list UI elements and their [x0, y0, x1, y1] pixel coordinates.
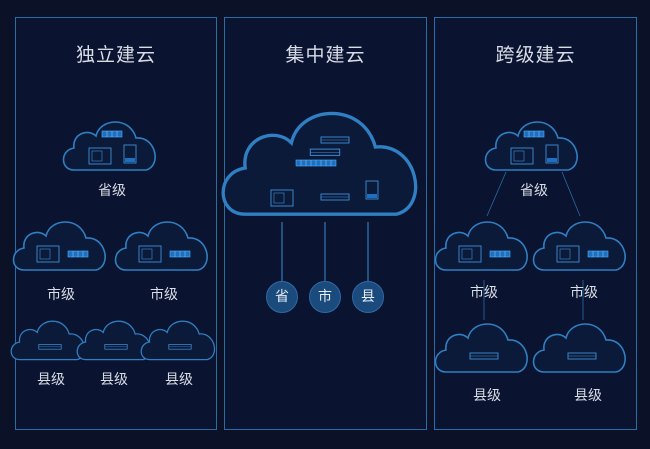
- label-city: 市级: [470, 285, 498, 301]
- node-city: 市: [309, 281, 341, 313]
- label-province: 省级: [98, 183, 126, 199]
- panel-independent-cloud: 独立建云: [15, 17, 217, 430]
- cloud-province: [62, 121, 156, 171]
- cloud-county: [532, 323, 626, 373]
- label-province: 省级: [520, 183, 548, 199]
- label-county: 县级: [574, 388, 602, 404]
- cloud-city: [114, 221, 208, 271]
- cloud-city: [12, 221, 106, 271]
- link-province-city: [486, 171, 507, 217]
- label-city: 市级: [47, 287, 75, 303]
- panel-title: 集中建云: [285, 44, 366, 66]
- cloud-county: [140, 320, 216, 361]
- cloud-county: [434, 323, 528, 373]
- label-county: 县级: [165, 372, 193, 388]
- cloud-province: [484, 121, 578, 171]
- cloud-county: [76, 320, 152, 361]
- cloud-city: [532, 221, 626, 271]
- label-county: 县级: [100, 372, 128, 388]
- link-province-city: [561, 171, 581, 217]
- label-county: 县级: [37, 372, 65, 388]
- node-county: 县: [352, 281, 384, 313]
- label-county: 县级: [473, 388, 501, 404]
- panel-centralized-cloud: 集中建云: [224, 17, 427, 430]
- node-province: 省: [266, 281, 298, 313]
- label-city: 市级: [150, 287, 178, 303]
- cloud-city: [434, 221, 528, 271]
- cloud-county: [10, 320, 86, 361]
- panel-title: 独立建云: [75, 44, 156, 66]
- panel-title: 跨级建云: [495, 44, 576, 66]
- label-city: 市级: [570, 285, 598, 301]
